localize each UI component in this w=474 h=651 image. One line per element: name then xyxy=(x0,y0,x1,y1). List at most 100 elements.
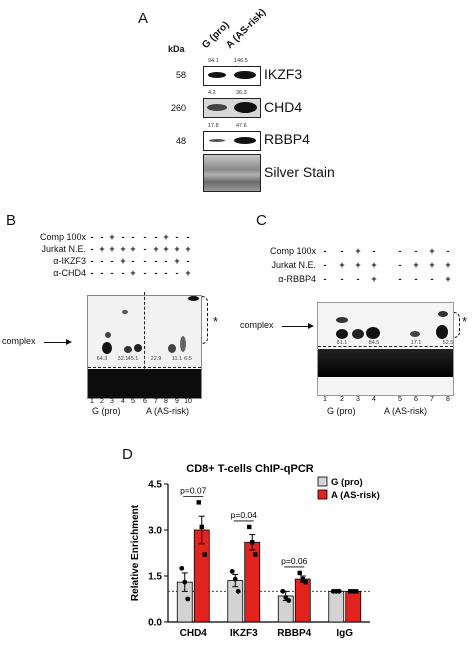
panel-c-row-label-2: α-RBBP4 xyxy=(278,274,316,284)
panel-c-lane-number: 3 xyxy=(356,396,360,403)
panel-c-row-label-1: Jurkat N.E. xyxy=(271,260,316,270)
panel-c-mark: - xyxy=(398,260,402,270)
panel-b-mark: - xyxy=(100,232,104,242)
panel-b-complex-value: 6.5 xyxy=(184,356,192,362)
panel-b-mark: - xyxy=(90,256,94,266)
panel-c-mark: + xyxy=(355,260,361,270)
panel-c-mark: - xyxy=(414,274,418,284)
panel-b-mark: + xyxy=(120,256,126,266)
data-point xyxy=(354,589,359,594)
panel-b-row-label-1: Jurkat N.E. xyxy=(41,244,86,254)
panel-c-complex-value: 81.1 xyxy=(336,340,348,346)
x-tick-label: CHD4 xyxy=(180,628,208,639)
panel-b-mark: - xyxy=(175,232,179,242)
data-point xyxy=(235,588,241,594)
panel-b-mark: - xyxy=(110,268,114,278)
legend-swatch xyxy=(317,476,328,487)
panel-c-gel xyxy=(317,302,454,396)
panel-b-mark: - xyxy=(164,256,168,266)
ikzf3-band-a xyxy=(234,71,256,79)
panel-c-lane-number: 2 xyxy=(340,396,344,403)
panel-c-mark: - xyxy=(398,274,402,284)
panel-c-complex-arrow xyxy=(282,326,308,327)
data-point xyxy=(182,579,188,585)
panel-c-mark: + xyxy=(445,274,451,284)
x-tick-label: IKZF3 xyxy=(230,628,258,639)
panel-c-mark: - xyxy=(323,260,327,270)
panel-c-star: * xyxy=(462,314,468,329)
legend-label: G (pro) xyxy=(331,477,363,488)
panel-b-band-9 xyxy=(180,336,186,352)
panel-b-lane-number: 2 xyxy=(100,398,104,405)
panel-c-band-6 xyxy=(410,331,420,337)
panel-c-lane-number: 8 xyxy=(446,396,450,403)
y-axis-label: Relative Enrichment xyxy=(130,504,141,601)
panel-b-complex-value: 11.1 xyxy=(171,356,183,362)
rbbp4-marker: 48 xyxy=(175,136,186,146)
bar xyxy=(328,590,345,623)
panel-b-lane-number: 9 xyxy=(175,398,179,405)
x-tick-label: IgG xyxy=(336,628,353,639)
panel-b-mark: - xyxy=(131,256,135,266)
chd4-name: CHD4 xyxy=(264,99,303,115)
panel-c-mark: - xyxy=(430,274,434,284)
pvalue-label: p=0.06 xyxy=(281,556,308,566)
panel-b-band-5 xyxy=(134,344,142,352)
panel-c-mark: - xyxy=(414,246,418,256)
legend-swatch xyxy=(317,489,328,500)
rbbp4-name: RBBP4 xyxy=(264,131,310,147)
chd4-band-g xyxy=(207,104,227,111)
panel-c-free-probe xyxy=(318,349,453,377)
panel-b-row-label-2: α-IKZF3 xyxy=(53,256,86,266)
panel-b-mark: + xyxy=(163,244,169,254)
panel-d-letter: D xyxy=(122,446,133,463)
panel-c-mark: - xyxy=(446,246,450,256)
data-point xyxy=(297,570,302,576)
panel-c-complex-value: 84.5 xyxy=(368,340,380,346)
chd4-value-a: 36.3 xyxy=(236,90,247,96)
data-point xyxy=(286,598,292,603)
panel-b-band-2b xyxy=(105,332,111,338)
panel-c-mark: - xyxy=(398,246,402,256)
panel-c-supershift-brace xyxy=(454,312,460,338)
panel-c-band-3 xyxy=(352,329,364,339)
panel-c-mark: + xyxy=(371,274,377,284)
panel-c-mark: + xyxy=(371,260,377,270)
panel-c-mark: + xyxy=(445,260,451,270)
data-point xyxy=(202,552,207,557)
panel-b-row-label-0: Comp 100x xyxy=(39,232,86,242)
rbbp4-band-a xyxy=(234,137,256,144)
panel-b-mark: - xyxy=(143,268,147,278)
panel-c-band-2b xyxy=(336,317,348,323)
panel-c-band-2 xyxy=(336,329,348,339)
chart-title: CD8+ T-cells ChIP-qPCR xyxy=(186,463,314,475)
panel-c-lane-number: 6 xyxy=(414,396,418,403)
panel-b-mark: + xyxy=(185,244,191,254)
panel-b-complex-arrow xyxy=(44,342,66,343)
ikzf3-band-g xyxy=(208,72,226,78)
pvalue-label: p=0.07 xyxy=(180,485,207,495)
panel-b-star: * xyxy=(213,314,219,329)
panel-b-mark: - xyxy=(154,268,158,278)
panel-b-lane-number: 8 xyxy=(164,398,168,405)
ikzf3-marker: 58 xyxy=(175,70,186,80)
panel-c-band-4 xyxy=(366,327,380,339)
ikzf3-value-a: 146.5 xyxy=(234,58,248,64)
ikzf3-value-g: 94.1 xyxy=(208,58,219,64)
panel-b-lane-number: 10 xyxy=(184,398,192,405)
panel-b-gel xyxy=(87,292,202,399)
data-point xyxy=(229,569,235,574)
panel-b-band-7 xyxy=(168,344,176,353)
panel-b-mark: + xyxy=(153,244,159,254)
bar xyxy=(345,590,362,623)
panel-b-mark: - xyxy=(110,256,114,266)
panel-b-free-probe xyxy=(88,369,201,398)
panel-b-lane-number: 6 xyxy=(143,398,147,405)
lane-label-a: A (AS-risk) xyxy=(224,6,269,52)
data-point xyxy=(185,596,191,602)
panel-b-complex-label: complex xyxy=(2,336,36,346)
bar xyxy=(244,541,261,623)
y-tick-label: 4.5 xyxy=(148,480,162,491)
x-tick-label: RBBP4 xyxy=(277,628,311,639)
panel-c-complex-label: complex xyxy=(240,320,274,330)
